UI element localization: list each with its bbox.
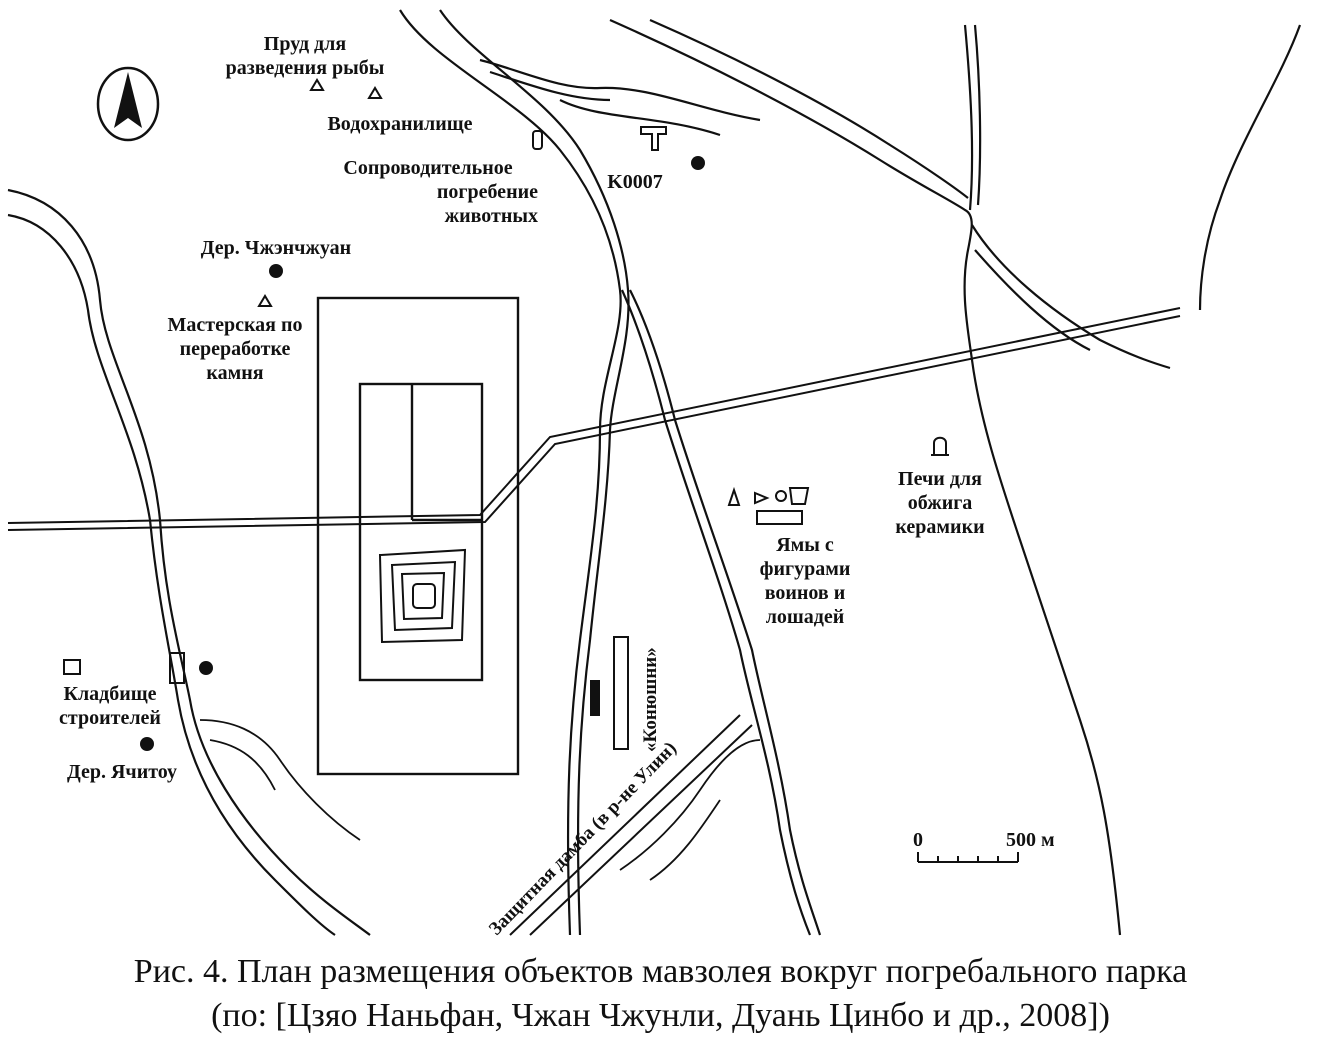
inner-enclosure: [358, 382, 484, 682]
scale-bar: [917, 852, 1019, 863]
reservoir-label: Водохранилище: [327, 113, 473, 135]
village-yaochitou-label: Дер. Ячитоу: [66, 761, 178, 783]
workshop-label: Мастерская по переработке камня: [167, 314, 303, 384]
road: [7, 307, 1181, 531]
scale-start-label: 0: [913, 829, 923, 851]
animal-burial-label: Сопроводительное погребение животных: [343, 157, 538, 227]
dam: [509, 714, 753, 936]
tumulus: [378, 548, 467, 644]
river-central: [399, 9, 822, 936]
river-west: [7, 188, 371, 936]
dot-marker-icon: [140, 156, 705, 751]
site-plan-map: [7, 9, 1302, 936]
site-symbols: [63, 126, 810, 684]
stables-label: «Конюшни»: [640, 647, 661, 752]
scale-end-label: 500 м: [1006, 829, 1055, 851]
pits-label: Ямы с фигурами воинов и лошадей: [759, 534, 851, 628]
caption-line-2: (по: [Цзяо Наньфан, Чжан Чжунли, Дуань Ц…: [211, 997, 1110, 1034]
triangle-marker-icon: [257, 78, 383, 307]
village-zhenzhuang-label: Дер. Чжэнчжуан: [200, 237, 352, 259]
cemetery-label: Кладбище строителей: [59, 683, 161, 729]
river-east: [609, 18, 1302, 936]
outer-enclosure: [316, 296, 520, 776]
caption-line-1: Рис. 4. План размещения объектов мавзоле…: [133, 953, 1188, 990]
north-arrow-icon: [96, 66, 160, 142]
kilns-label: Печи для обжига керамики: [895, 468, 985, 538]
site-code-label: K0007: [607, 171, 663, 193]
figure-caption: Рис. 4. План размещения объектов мавзоле…: [0, 950, 1321, 1038]
pond-label: Пруд для разведения рыбы: [225, 33, 385, 79]
river-south-channels: [199, 719, 761, 881]
stables-marker: [590, 636, 629, 750]
kiln-icon: [931, 436, 949, 456]
